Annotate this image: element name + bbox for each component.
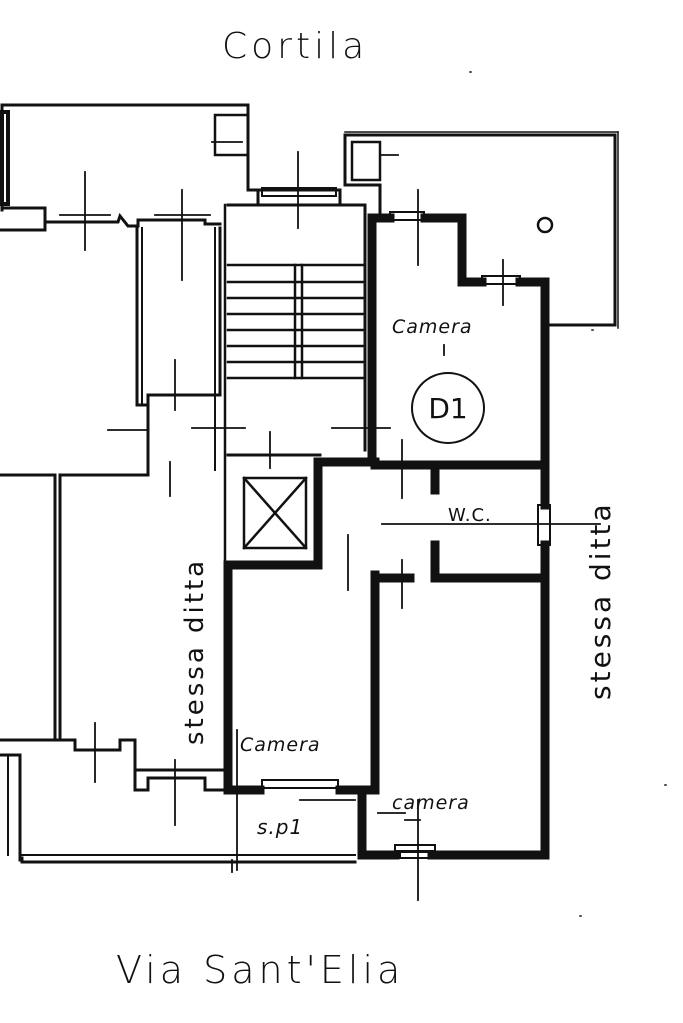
balcony <box>343 131 619 329</box>
floor-reference-label: s.p1 <box>257 815 304 839</box>
courtyard-label: Cortila <box>222 26 369 67</box>
neighbor-label-right: stessa ditta <box>584 501 617 700</box>
room-label-camera-southeast: camera <box>392 792 470 814</box>
elevator-shaft <box>242 476 308 550</box>
room-label-camera-north: Camera <box>392 316 473 338</box>
unit-d1-window-sills <box>261 211 551 859</box>
scan-specks <box>469 71 667 917</box>
unit-id-badge: D1 <box>411 372 485 444</box>
room-label-camera-southwest: Camera <box>240 734 321 756</box>
axis-markers <box>59 141 601 901</box>
stair-core <box>226 187 367 457</box>
room-label-wc: W.C. <box>448 505 492 526</box>
neighbor-label-left: stessa ditta <box>180 557 210 745</box>
street-label: Via Sant'Elia <box>116 948 405 992</box>
neighbor-left-walls <box>0 103 357 864</box>
unit-d1-walls <box>223 213 550 860</box>
